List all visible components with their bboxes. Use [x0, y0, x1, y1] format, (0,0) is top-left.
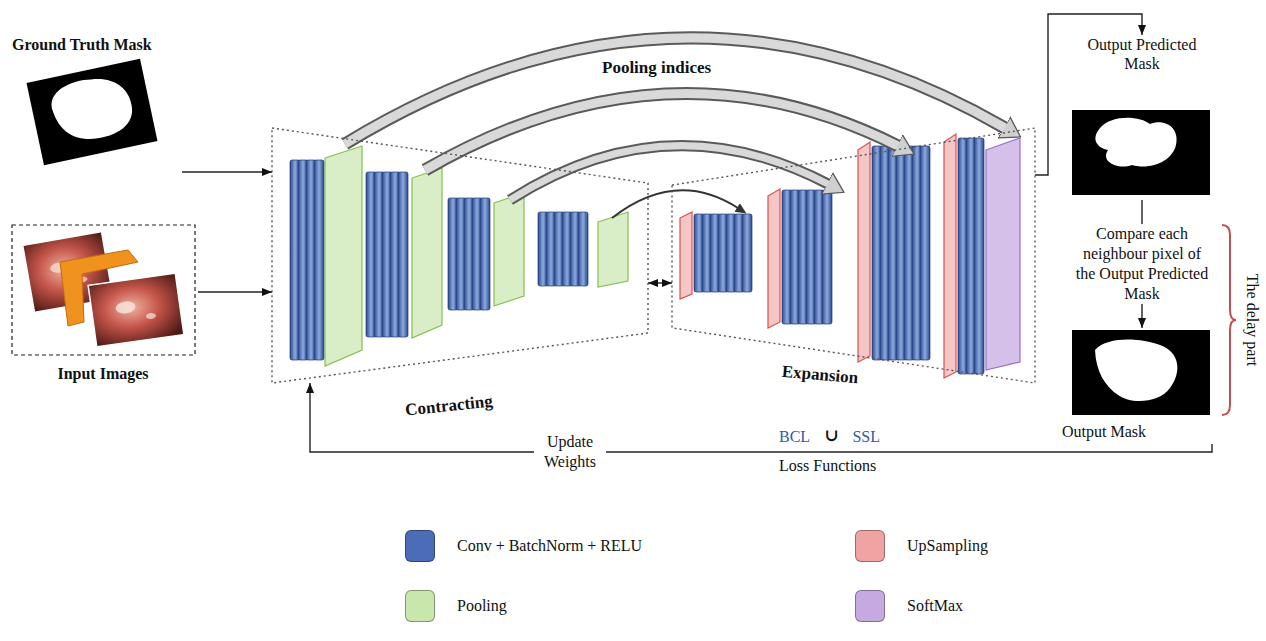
upsampling-layer: [680, 212, 692, 299]
edge-label: Compare each neighbour pixel of the Outp…: [1072, 224, 1212, 304]
annotation: The delay part: [1242, 272, 1261, 368]
pooling-layer: [598, 212, 628, 287]
diagram-node: Output Predicted Mask: [1062, 35, 1222, 200]
pooling-layer: [412, 168, 442, 338]
annotation: SSL: [850, 427, 882, 446]
connector: [198, 291, 272, 292]
conv-stack: [538, 212, 588, 286]
pooling-layer: [494, 193, 524, 306]
legend-text: Pooling: [457, 596, 507, 615]
diagram-node: Ground Truth Mask: [10, 35, 182, 180]
legend-swatch: [855, 530, 885, 562]
pooling-layer: [325, 146, 362, 366]
legend-swatch: [855, 590, 885, 622]
connector: [648, 282, 672, 283]
conv-stack: [366, 172, 408, 337]
edge-label: Update Weights: [534, 432, 606, 472]
conv-stack: [448, 198, 490, 310]
annotation: Loss Functions: [777, 456, 878, 475]
diagram-node: Input Images: [10, 222, 198, 387]
diagram-node: Expansion: [672, 128, 1035, 383]
annotation: BCL: [777, 427, 812, 446]
node-label: Output Predicted Mask: [1077, 35, 1207, 73]
conv-layer: [480, 198, 490, 310]
node-label: Ground Truth Mask: [12, 35, 180, 54]
mask-blob: [48, 71, 137, 146]
diagram-node: Contracting: [272, 128, 648, 383]
diagram-node: Output Mask: [1062, 328, 1224, 444]
conv-layer: [314, 160, 324, 360]
node-label: Contracting: [378, 389, 519, 424]
arc-outline: [425, 93, 898, 170]
conv-stack: [694, 214, 752, 292]
photo-highlight: [146, 312, 157, 319]
region-outline: [672, 128, 1035, 383]
annotation: Pooling indices: [600, 58, 713, 78]
conv-layer: [398, 172, 408, 337]
mask-ground: [1072, 330, 1210, 415]
annotation: ∪: [822, 426, 840, 446]
upsampling-layer: [944, 134, 956, 378]
mask-ground: [27, 59, 158, 165]
conv-stack: [290, 160, 324, 360]
legend-text: Conv + BatchNorm + RELU: [457, 536, 642, 555]
mask-blob: [1095, 118, 1176, 167]
legend-text: UpSampling: [907, 536, 988, 555]
conv-layer: [742, 214, 752, 292]
conv-layer: [974, 138, 984, 374]
conv-layer: [920, 146, 930, 360]
photo-highlight: [115, 300, 136, 315]
pooling-index-arrow: [612, 190, 738, 218]
node-label: Output Mask: [1062, 422, 1222, 441]
pooling-index-arrow: [425, 93, 898, 170]
conv-stack: [782, 190, 832, 324]
arc-fill: [425, 93, 898, 170]
region-outline: [272, 128, 648, 383]
mask-ground: [1072, 110, 1210, 195]
upsampling-layer: [768, 189, 780, 328]
mask-blob: [1095, 340, 1177, 401]
dotted-trapezoid: [272, 128, 648, 383]
connector: [310, 383, 1212, 452]
bracket: [1222, 225, 1236, 415]
conv-layer: [578, 212, 588, 286]
softmax-layer: [986, 138, 1020, 370]
legend-swatch: [405, 530, 435, 562]
legend-text: SoftMax: [907, 596, 963, 615]
conv-layer: [822, 190, 832, 324]
node-label: Expansion: [759, 360, 880, 391]
connector: [182, 171, 272, 172]
upsampling-layer: [858, 142, 870, 362]
conv-stack: [958, 138, 984, 374]
photo: [88, 273, 184, 347]
dotted-trapezoid: [672, 128, 1035, 383]
dashed-frame: [12, 225, 195, 355]
mask-image: [27, 59, 158, 165]
node-label: Input Images: [10, 364, 196, 383]
endoscopy-photo: [88, 273, 184, 347]
conv-stack: [872, 146, 930, 360]
legend-swatch: [405, 590, 435, 622]
